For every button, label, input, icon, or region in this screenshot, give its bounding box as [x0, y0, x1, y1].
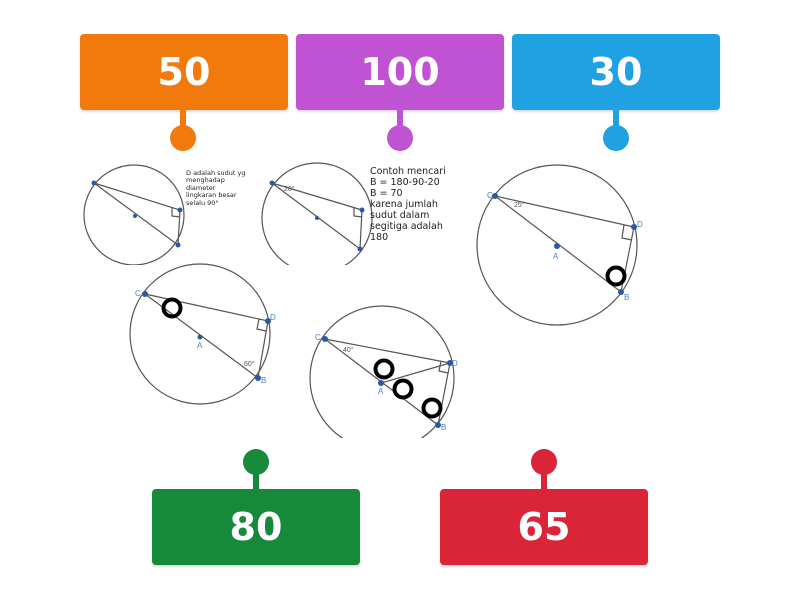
angle-label: 20° [284, 185, 295, 193]
answer-box-80[interactable]: 80 [152, 489, 360, 565]
angle-label: 60° [244, 360, 255, 368]
drop-target-ring[interactable] [161, 297, 183, 319]
pin-stem [253, 470, 259, 492]
pin-stem [180, 108, 186, 130]
pin-stem [541, 470, 547, 492]
drop-target-ring[interactable] [421, 397, 443, 419]
label-a: A [378, 387, 384, 396]
label-c: C [487, 191, 493, 200]
drop-target-ring[interactable] [605, 265, 627, 287]
label-b: B [624, 293, 629, 302]
answer-box-65[interactable]: 65 [440, 489, 648, 565]
label-d: D [452, 359, 458, 368]
answer-box-50[interactable]: 50 [80, 34, 288, 110]
label-a: A [197, 341, 203, 350]
drop-pin[interactable] [170, 125, 196, 151]
diagram-4 [129, 263, 271, 405]
note-example: Contoh mencari B = 180-90-20 B = 70 kare… [370, 166, 446, 243]
label-b: B [441, 423, 446, 432]
answer-box-30[interactable]: 30 [512, 34, 720, 110]
label-c: C [315, 333, 321, 342]
diagram-1 [83, 164, 185, 265]
angle-label: 40° [343, 346, 354, 354]
angle-label: 25° [514, 201, 525, 209]
label-d: D [637, 220, 643, 229]
label-b: B [261, 376, 266, 385]
drop-target-ring[interactable] [373, 358, 395, 380]
diagram-2 [261, 162, 373, 265]
label-d: D [270, 313, 276, 322]
drop-pin[interactable] [387, 125, 413, 151]
pin-stem [613, 108, 619, 130]
points [91, 180, 637, 428]
label-c: C [135, 289, 141, 298]
drop-pin[interactable] [603, 125, 629, 151]
pin-stem [397, 108, 403, 130]
label-a: A [553, 252, 559, 261]
drop-target-ring[interactable] [392, 378, 414, 400]
answer-box-100[interactable]: 100 [296, 34, 504, 110]
note-diameter-angle: D adalah sudut yg menghadap diameter lin… [186, 169, 246, 207]
